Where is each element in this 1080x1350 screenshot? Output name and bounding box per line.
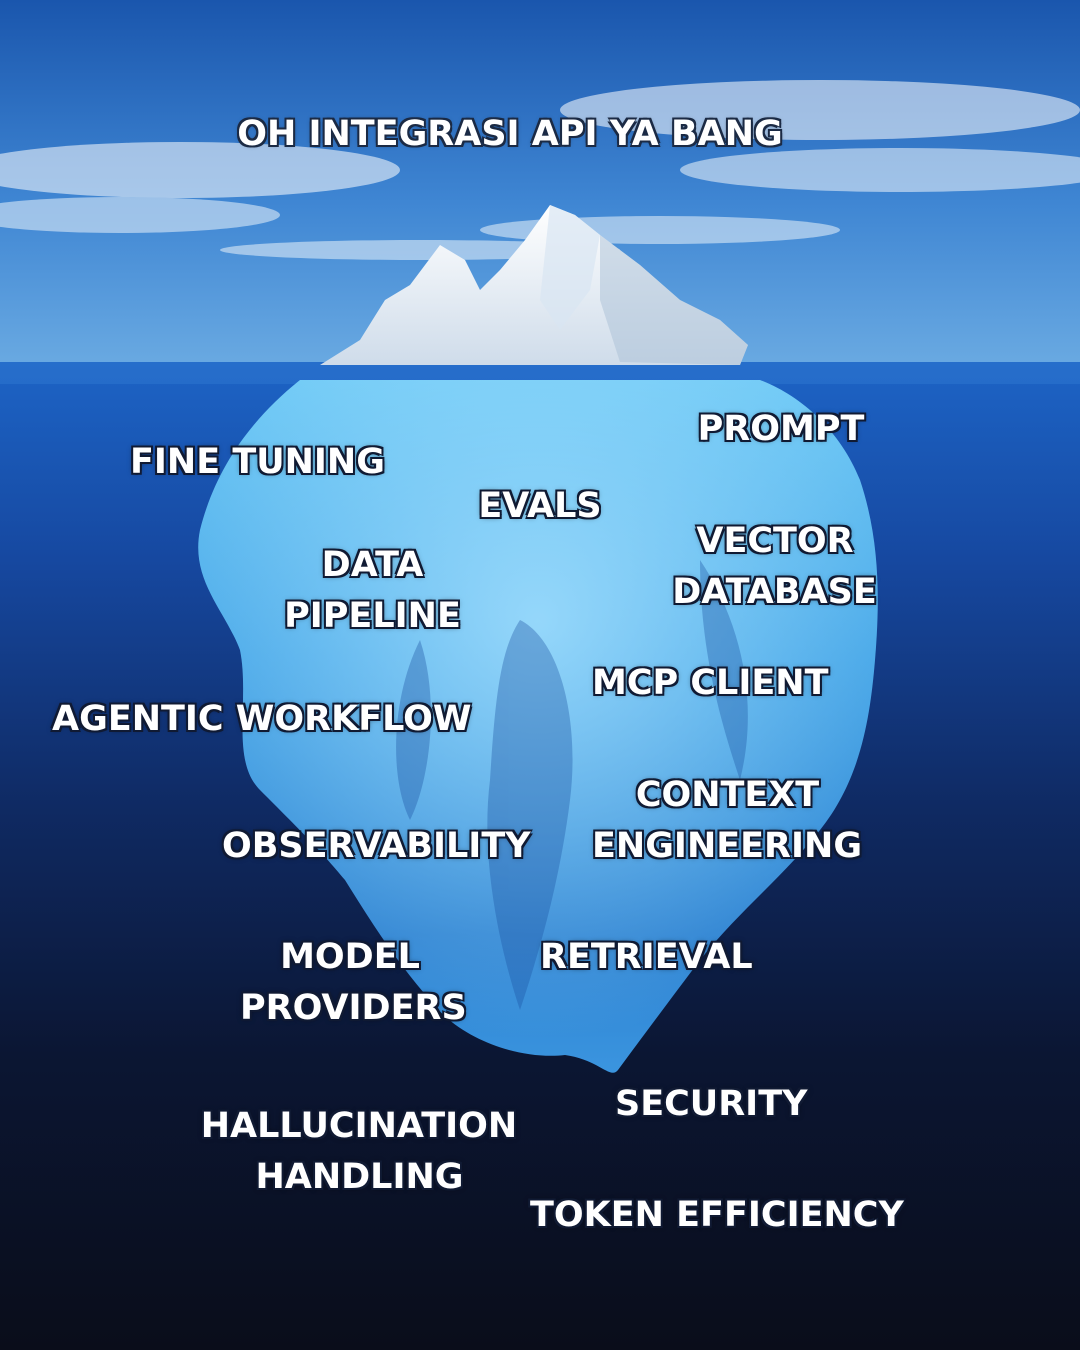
label-hallucination-line1: HALLUCINATION [200,1106,518,1146]
iceberg-tip-shade [540,205,600,330]
label-agentic-workflow: AGENTIC WORKFLOW [52,699,472,739]
label-context-line2: ENGINEERING [592,826,863,866]
label-data-line2: PIPELINE [284,596,461,636]
label-vector-line1: VECTOR [696,521,854,561]
water-surface [0,362,1080,384]
iceberg-shadows [396,560,748,1010]
label-context-line1: CONTEXT [635,775,820,815]
label-retrieval: RETRIEVAL [540,937,753,977]
label-vector-line2: DATABASE [672,572,877,612]
iceberg-glow [198,380,878,1073]
label-model-line1: MODEL [280,937,420,977]
label-fine-tuning: FINE TUNING [130,442,385,482]
label-token-efficiency: TOKEN EFFICIENCY [530,1195,904,1235]
label-security: SECURITY [615,1084,808,1124]
iceberg-tip-shadow [600,235,748,365]
headline: OH INTEGRASI API YA BANG [237,114,783,154]
label-model-line2: PROVIDERS [240,988,467,1028]
label-evals: EVALS [478,486,602,526]
label-hallucination-line2: HANDLING [255,1157,464,1197]
label-mcp-client: MCP CLIENT [592,663,829,703]
label-data-line1: DATA [321,545,424,585]
label-prompt: PROMPT [697,409,865,449]
label-observability: OBSERVABILITY [222,826,531,866]
